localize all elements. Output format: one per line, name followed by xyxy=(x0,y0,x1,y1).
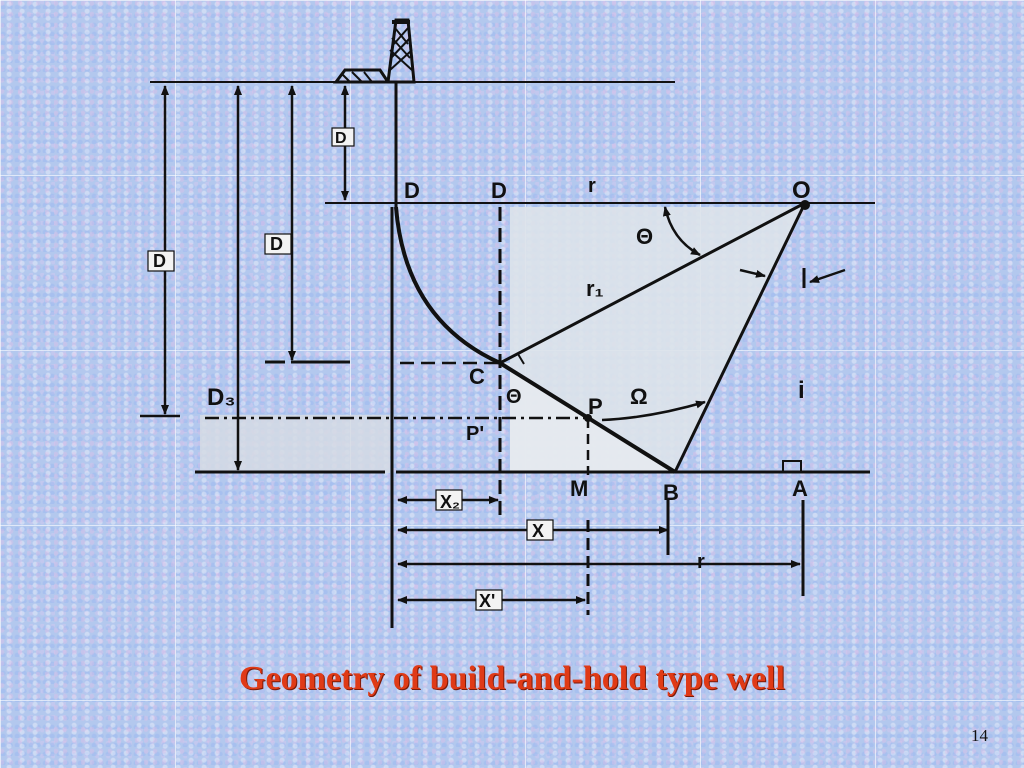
derrick-icon xyxy=(333,18,416,84)
theta-arc-top xyxy=(662,206,701,257)
slide-caption: Geometry of build-and-hold type well xyxy=(239,660,785,697)
label-m: M xyxy=(570,476,588,501)
radius-line-oc xyxy=(499,201,806,365)
label-b: B xyxy=(663,480,679,505)
label-x-prime: X' xyxy=(479,591,495,611)
right-angle-marker xyxy=(505,352,525,365)
label-box-d1 xyxy=(331,127,355,147)
label-c: C xyxy=(469,364,485,389)
label-box-d2 xyxy=(264,233,292,255)
label-theta-top: Θ xyxy=(636,224,653,249)
label-p-prime: P' xyxy=(466,423,484,445)
label-box-d3 xyxy=(147,250,175,272)
label-theta-c: Θ xyxy=(506,386,522,408)
label-d-vertical-1: D xyxy=(335,130,347,147)
label-o: O xyxy=(792,177,811,204)
radius-line-ob xyxy=(673,202,807,473)
offset-arrow-upper-right xyxy=(809,268,846,284)
label-a: A xyxy=(792,476,808,501)
label-p: P xyxy=(588,394,603,419)
omega-arc xyxy=(601,400,706,422)
label-r1-bottom: r xyxy=(697,551,705,573)
label-i: i xyxy=(798,377,805,404)
label-d-top-left: D xyxy=(404,178,420,203)
label-d-vertical-3: D xyxy=(153,251,166,271)
offset-arrow-upper xyxy=(739,268,766,278)
label-d3: D₃ xyxy=(207,384,235,411)
slide-number: 14 xyxy=(971,726,988,745)
label-box-x xyxy=(526,519,554,541)
label-x2: X₂ xyxy=(440,492,460,512)
label-box-xprime xyxy=(475,589,503,611)
label-x: X xyxy=(532,521,544,541)
point-o xyxy=(800,200,810,210)
label-d-vertical-2: D xyxy=(270,234,283,254)
label-d-top-right: D xyxy=(491,178,507,203)
label-omega: Ω xyxy=(630,384,648,409)
label-box-x2 xyxy=(435,489,463,511)
label-r1-top: r xyxy=(588,175,596,197)
target-marker-a xyxy=(782,460,802,473)
build-curve xyxy=(394,206,501,365)
label-r1-diag: r₁ xyxy=(586,276,604,301)
